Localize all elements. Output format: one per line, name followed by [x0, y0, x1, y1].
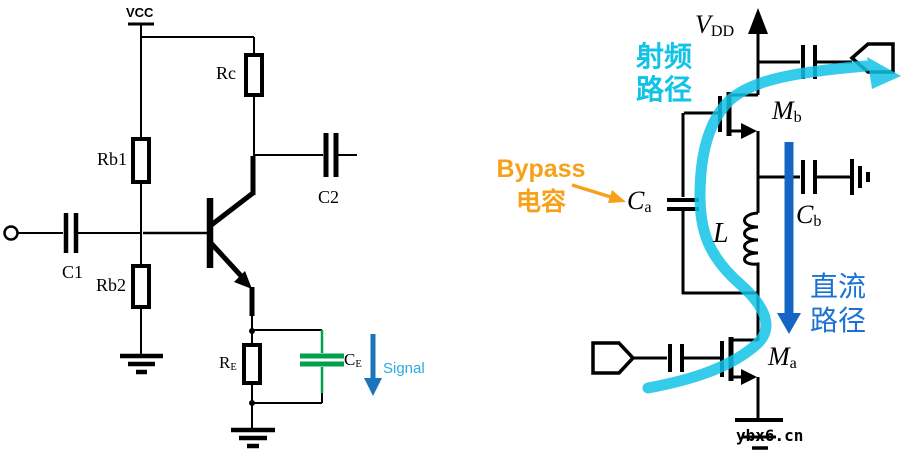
resistor-re	[242, 328, 262, 428]
ma-source-arrow-icon	[741, 369, 757, 385]
rc-label: Rc	[216, 63, 236, 83]
capacitor-cb	[758, 160, 850, 194]
l-label: L	[713, 218, 729, 249]
inductor-l	[743, 211, 760, 341]
ground-icon-right-top	[850, 159, 870, 195]
c1-label: C1	[62, 262, 84, 282]
emitter-arrow-icon	[234, 271, 252, 289]
vcc-label: VCC	[126, 5, 154, 20]
ground-icon-right-bottom	[735, 418, 783, 450]
mb-source-arrow-icon	[741, 123, 757, 139]
ce-label: CE	[344, 350, 362, 370]
signal-arrow-icon	[364, 334, 382, 396]
dc-path-arrow-icon	[777, 142, 801, 334]
ground-icon-left-1	[120, 353, 163, 375]
capacitor-input	[633, 344, 720, 372]
signal-label: Signal	[383, 360, 425, 377]
rb1-label: Rb1	[97, 149, 128, 169]
bypass-arrow-icon	[571, 183, 626, 203]
cb-label: Cb	[796, 200, 822, 230]
resistor-rc	[244, 37, 264, 156]
bypass-label: Bypass 电容	[496, 155, 586, 216]
capacitor-ca	[667, 113, 758, 295]
re-label: RE	[219, 353, 237, 373]
capacitor-c1	[18, 213, 141, 253]
c2-label: C2	[318, 187, 340, 207]
mb-label: Mb	[772, 96, 802, 126]
watermark: ybx6.cn	[736, 426, 804, 445]
input-terminal-icon	[3, 225, 19, 241]
capacitor-c2	[254, 133, 357, 177]
bjt-transistor	[143, 156, 256, 332]
rf-path-label: 射频 路径	[636, 41, 693, 105]
resistor-rb1	[131, 137, 151, 233]
ma-label: Ma	[768, 342, 797, 372]
dc-path-label: 直流 路径	[810, 271, 867, 336]
vdd-label: VDD	[695, 10, 735, 40]
capacitor-ce	[252, 329, 344, 404]
rb2-label: Rb2	[96, 275, 127, 295]
rf-path-arrow-icon	[642, 57, 901, 394]
ca-label: Ca	[627, 186, 652, 216]
resistor-rb2	[131, 233, 151, 355]
vcc-rail-icon	[128, 22, 254, 139]
input-port-icon	[591, 341, 636, 375]
left-circuit	[3, 22, 382, 449]
ground-icon-left-2	[231, 427, 275, 449]
